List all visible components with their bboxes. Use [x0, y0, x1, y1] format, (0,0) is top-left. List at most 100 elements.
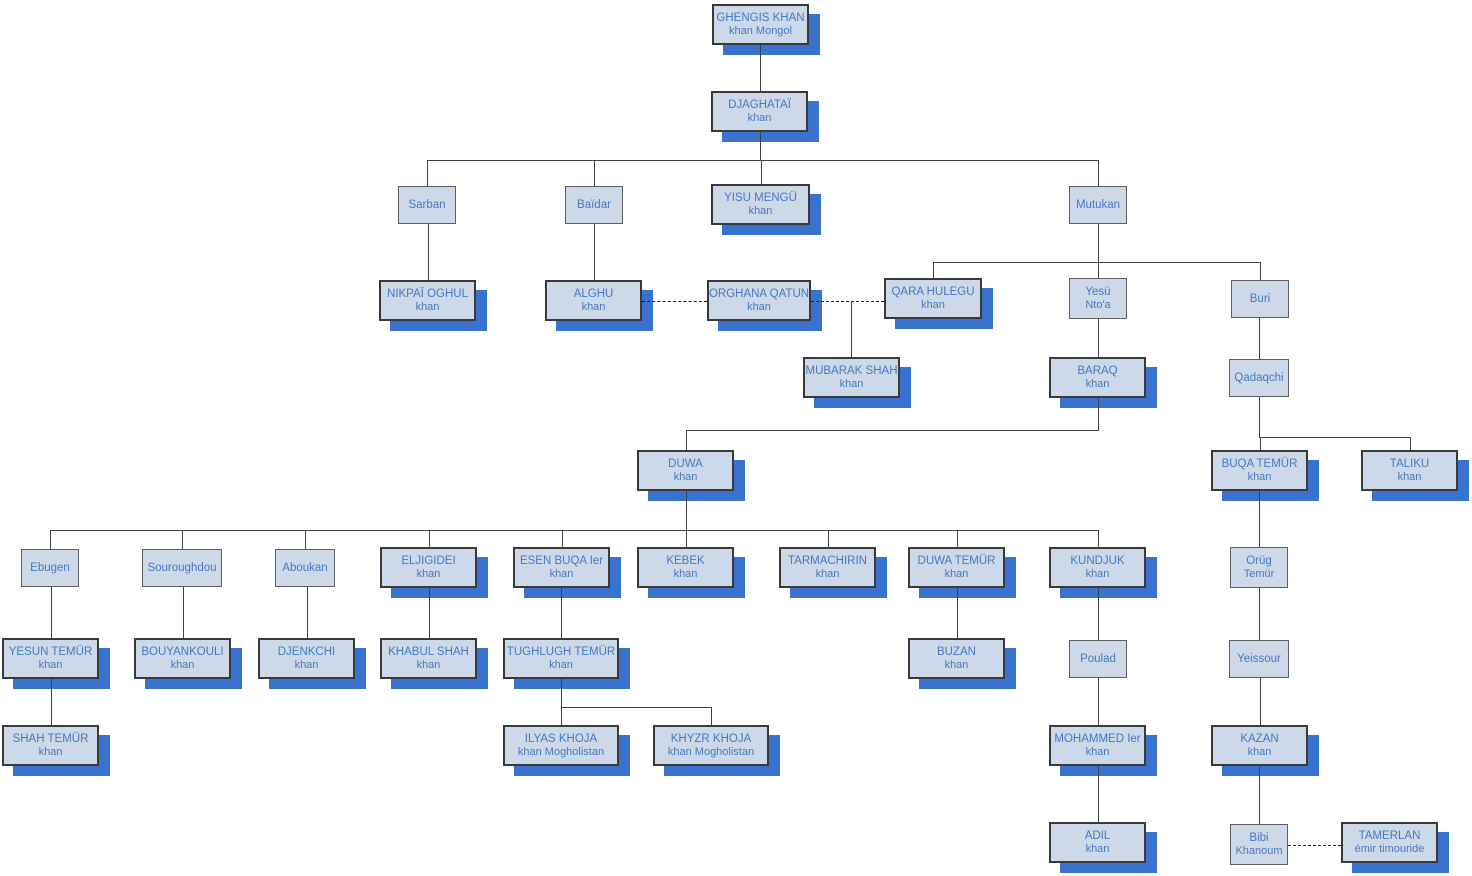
node-title: Aboukan	[282, 562, 328, 574]
node-title: KHABUL SHAH	[388, 646, 469, 658]
node-subtitle: khan	[839, 378, 864, 390]
node-title: ORGHANA QATUN	[708, 288, 810, 300]
node-subtitle: khan	[748, 205, 773, 217]
connector-line	[1098, 262, 1099, 278]
node-title: DUWA	[668, 458, 703, 470]
connector-line	[760, 132, 761, 160]
node-yeissour: Yeissour	[1229, 640, 1289, 678]
connector-line	[761, 160, 762, 184]
connector-line	[305, 530, 306, 549]
node-subtitle: khan	[1397, 471, 1422, 483]
connector-line	[594, 224, 595, 280]
marriage-connector-line	[642, 301, 707, 302]
node-souroughdou: Souroughdou	[142, 549, 222, 587]
connector-line	[307, 587, 308, 638]
node-title: BARAQ	[1077, 365, 1118, 377]
node-title: MUBARAK SHAH	[805, 365, 898, 377]
connector-line	[933, 262, 1261, 263]
node-title: Sarban	[408, 199, 446, 211]
connector-line	[1259, 588, 1260, 640]
connector-line	[50, 530, 51, 549]
node-title: Baïdar	[577, 199, 611, 211]
connector-line	[427, 160, 1099, 161]
node-sarban: Sarban	[398, 186, 456, 224]
connector-line	[1259, 397, 1260, 437]
node-title: TARMACHIRIN	[787, 555, 867, 567]
connector-line	[686, 491, 687, 530]
node-title: Buri	[1249, 293, 1271, 305]
node-title: BOUYANKOULI	[141, 646, 224, 658]
node-subtitle: khan	[673, 471, 698, 483]
node-subtitle: khan	[416, 568, 441, 580]
connector-line	[429, 588, 430, 638]
node-title: KEBEK	[666, 555, 705, 567]
node-qadaqchi: Qadaqchi	[1229, 359, 1289, 397]
node-title: Yeissour	[1237, 653, 1281, 665]
connector-line	[427, 160, 428, 186]
node-subtitle: émir timouride	[1354, 843, 1425, 855]
node-subtitle: khan	[415, 301, 440, 313]
marriage-connector-line	[1288, 845, 1341, 846]
connector-line	[1410, 437, 1411, 450]
node-poulad: Poulad	[1069, 640, 1127, 678]
node-subtitle: khan	[747, 112, 772, 124]
connector-line	[851, 301, 852, 357]
node-title: TUGHLUGH TEMÜR	[506, 646, 616, 658]
node-title: KUNDJUK	[1070, 555, 1125, 567]
connector-line	[561, 707, 562, 725]
node-subtitle: khan	[1085, 568, 1110, 580]
node-title: ILYAS KHOJA	[524, 733, 598, 745]
node-subtitle: Khanoum	[1235, 845, 1283, 857]
node-title: YISU MENGÜ	[724, 192, 797, 204]
node-title: Yesü	[1085, 286, 1111, 298]
connector-line	[828, 530, 829, 547]
node-subtitle: khan	[581, 301, 606, 313]
node-title: ESEN BUQA Ier	[519, 555, 604, 567]
node-subtitle: khan	[38, 746, 63, 758]
node-subtitle: khan	[549, 568, 574, 580]
node-subtitle: khan	[944, 659, 969, 671]
node-subtitle: khan	[1085, 746, 1110, 758]
node-subtitle: Temür	[1243, 568, 1275, 580]
node-title: TALIKU	[1389, 458, 1430, 470]
node-title: MOHAMMED Ier	[1054, 733, 1141, 745]
node-subtitle: khan	[815, 568, 840, 580]
node-subtitle: khan	[673, 568, 698, 580]
node-title: KHYZR KHOJA	[670, 733, 752, 745]
node-title: DJAGHATAÏ	[728, 99, 791, 111]
node-subtitle: Nto'a	[1085, 299, 1111, 311]
connector-line	[561, 679, 562, 707]
connector-line	[51, 587, 52, 638]
node-title: YESUN TEMÜR	[8, 646, 93, 658]
node-mutukan: Mutukan	[1069, 186, 1127, 224]
node-title: Poulad	[1080, 653, 1116, 665]
node-title: DUWA TEMÜR	[917, 555, 996, 567]
connector-line	[428, 224, 429, 280]
connector-line	[1098, 588, 1099, 640]
node-subtitle: khan	[1085, 378, 1110, 390]
node-title: BUZAN	[937, 646, 976, 658]
connector-line	[1260, 262, 1261, 280]
node-subtitle: khan	[416, 659, 441, 671]
connector-line	[1260, 437, 1261, 450]
connector-line	[50, 530, 1099, 531]
connector-line	[1259, 766, 1260, 824]
connector-line	[594, 160, 595, 186]
